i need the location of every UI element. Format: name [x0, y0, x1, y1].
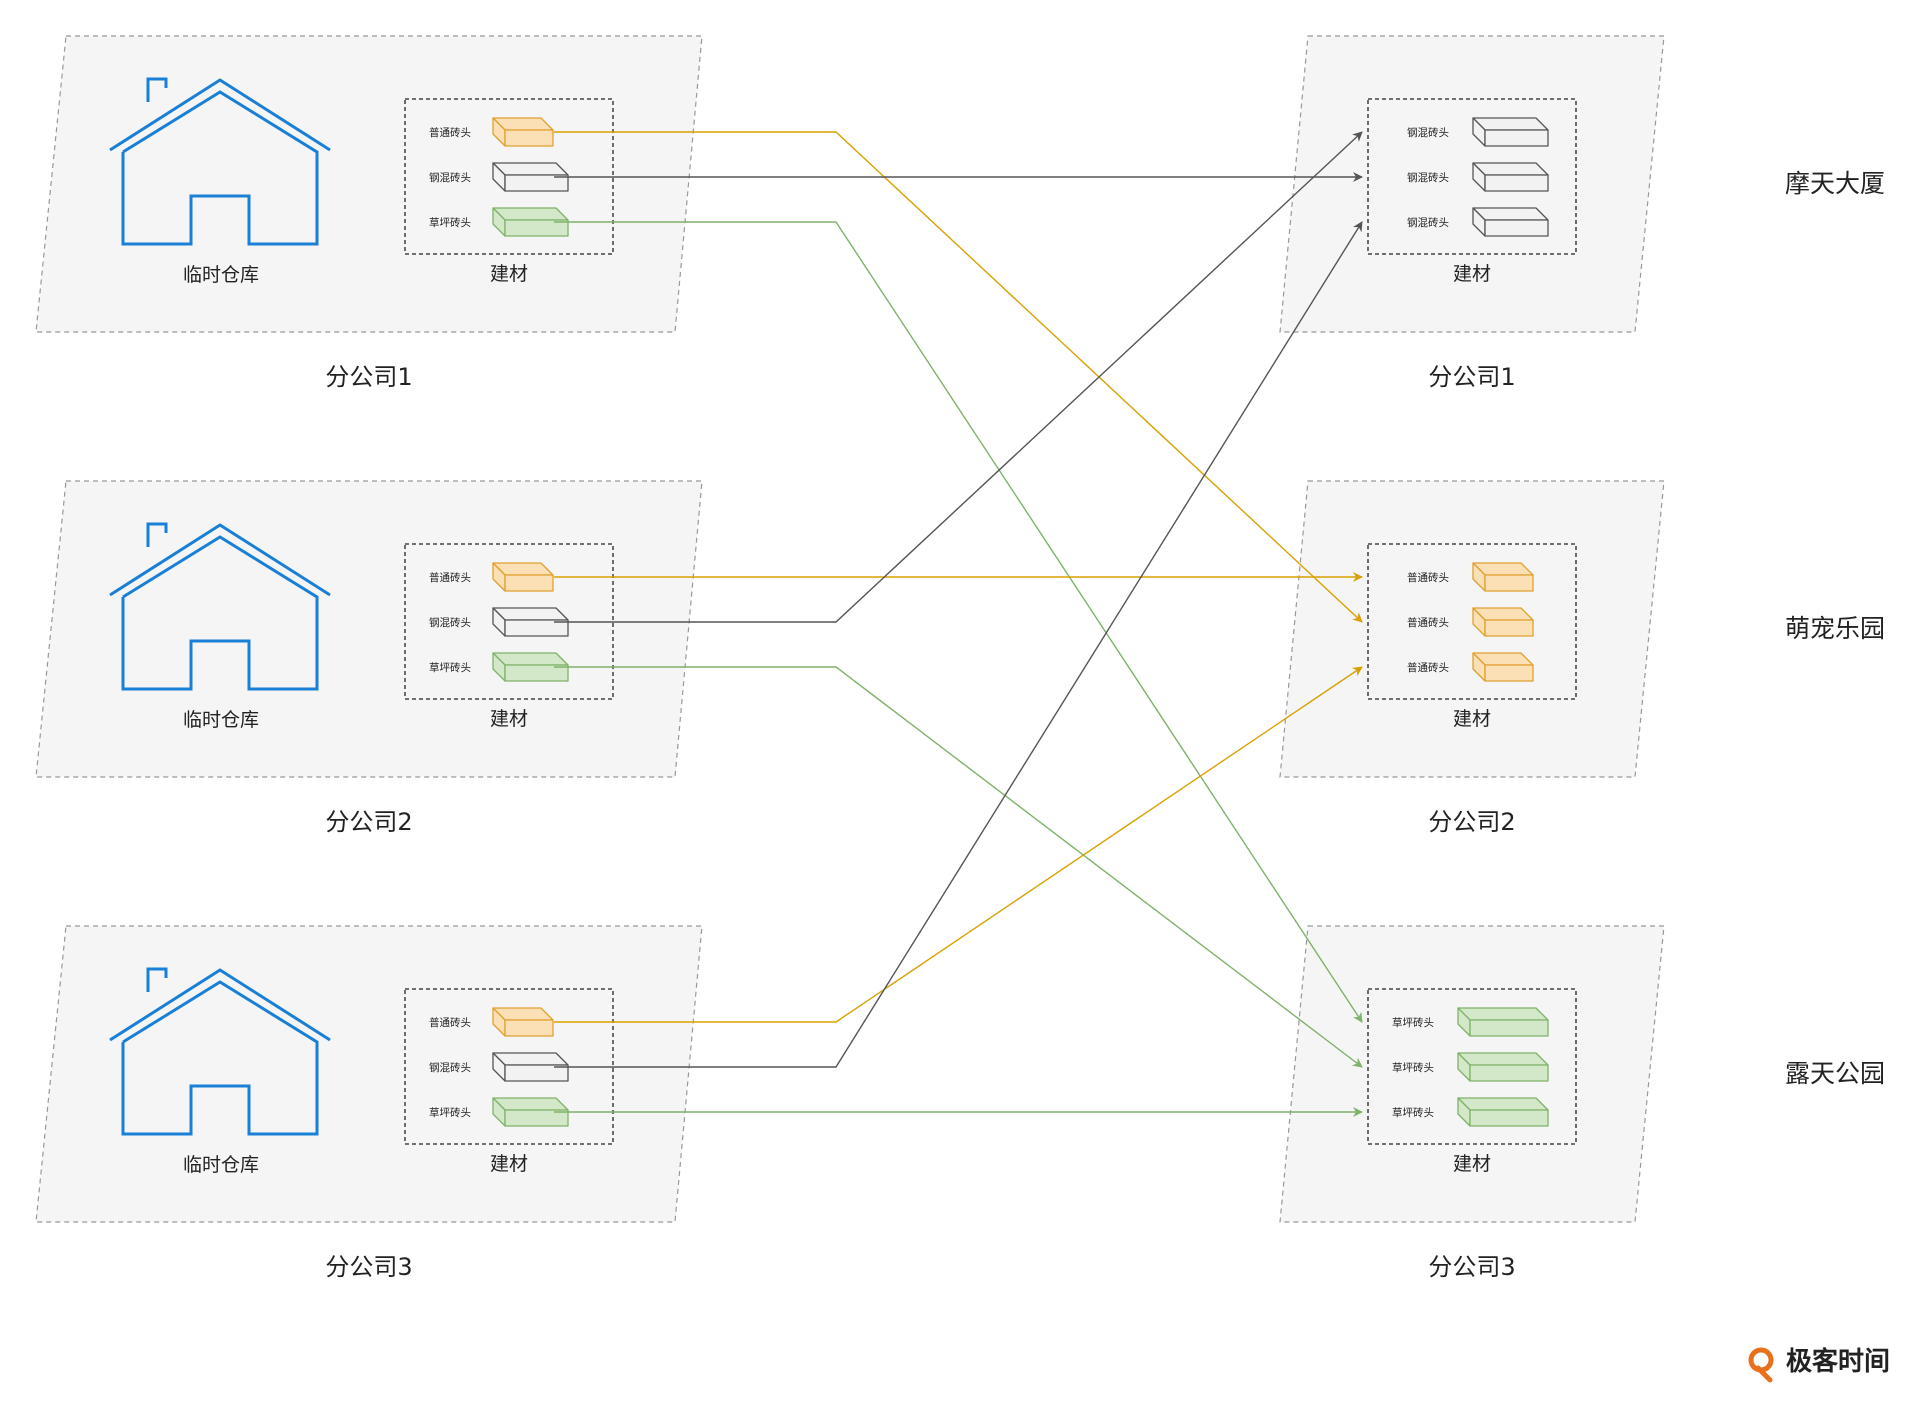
brick-normal-icon: [492, 117, 554, 147]
materials-label: 建材: [1453, 708, 1491, 730]
brick-steel-icon: [492, 1052, 569, 1082]
brick-grass-icon: [1457, 1052, 1549, 1082]
brick-label: 普通砖头: [1407, 571, 1449, 584]
flow-line-normal: [554, 666, 1363, 1023]
flow-line-normal: [554, 131, 1363, 623]
flow-line-steel: [554, 221, 1363, 1068]
brick-steel-icon: [1472, 117, 1549, 147]
brick-steel-icon: [492, 607, 569, 637]
brick-label: 钢混砖头: [429, 1061, 471, 1074]
brick-label: 草坪砖头: [1392, 1016, 1434, 1029]
brick-steel-icon: [1472, 207, 1549, 237]
brick-normal-icon: [492, 1007, 554, 1037]
branch-area: [1279, 480, 1665, 778]
brick-grass-icon: [492, 1097, 569, 1127]
branch-area: [1279, 35, 1665, 333]
materials-label: 建材: [490, 263, 528, 285]
branch-name: 分公司1: [325, 363, 412, 391]
brick-label: 钢混砖头: [429, 171, 471, 184]
brick-grass-icon: [492, 207, 569, 237]
flow-line-grass: [554, 221, 1363, 1023]
brick-grass-icon: [1457, 1097, 1549, 1127]
logo-text: 极客时间: [1786, 1346, 1890, 1377]
branch-name: 分公司2: [1428, 808, 1515, 836]
branch-name: 分公司3: [325, 1253, 412, 1281]
warehouse-label: 临时仓库: [183, 709, 259, 731]
warehouse-house-icon: [109, 522, 331, 691]
brick-label: 钢混砖头: [1407, 216, 1449, 229]
brick-label: 普通砖头: [429, 571, 471, 584]
branch-area: [35, 480, 703, 778]
branch-name: 分公司1: [1428, 363, 1515, 391]
brick-label: 草坪砖头: [429, 1106, 471, 1119]
materials-label: 建材: [1453, 263, 1491, 285]
brick-label: 草坪砖头: [1392, 1106, 1434, 1119]
brick-steel-icon: [492, 162, 569, 192]
brick-normal-icon: [1472, 652, 1534, 682]
brick-label: 普通砖头: [429, 1016, 471, 1029]
brick-label: 钢混砖头: [429, 616, 471, 629]
brick-label: 普通砖头: [429, 126, 471, 139]
brick-label: 草坪砖头: [1392, 1061, 1434, 1074]
brick-grass-icon: [492, 652, 569, 682]
brick-label: 钢混砖头: [1407, 126, 1449, 139]
branch-area: [35, 925, 703, 1223]
flow-line-grass: [554, 666, 1363, 1068]
brick-normal-icon: [1472, 607, 1534, 637]
branch-area: [35, 35, 703, 333]
branch-name: 分公司2: [325, 808, 412, 836]
brick-label: 钢混砖头: [1407, 171, 1449, 184]
brick-label: 普通砖头: [1407, 661, 1449, 674]
materials-label: 建材: [1453, 1153, 1491, 1175]
geektime-logo-icon: [1748, 1347, 1774, 1383]
warehouse-house-icon: [109, 77, 331, 246]
site-name: 露天公园: [1785, 1059, 1885, 1088]
materials-label: 建材: [490, 708, 528, 730]
geektime-logo: 极客时间: [1748, 1346, 1890, 1383]
brick-steel-icon: [1472, 162, 1549, 192]
brick-label: 草坪砖头: [429, 661, 471, 674]
brick-normal-icon: [492, 562, 554, 592]
materials-label: 建材: [490, 1153, 528, 1175]
warehouse-house-icon: [109, 967, 331, 1136]
flow-line-steel: [554, 131, 1363, 623]
brick-label: 草坪砖头: [429, 216, 471, 229]
warehouse-label: 临时仓库: [183, 1154, 259, 1176]
site-name: 摩天大厦: [1785, 169, 1885, 198]
site-name: 萌宠乐园: [1785, 614, 1885, 643]
brick-grass-icon: [1457, 1007, 1549, 1037]
warehouse-label: 临时仓库: [183, 264, 259, 286]
brick-normal-icon: [1472, 562, 1534, 592]
brick-label: 普通砖头: [1407, 616, 1449, 629]
branch-name: 分公司3: [1428, 1253, 1515, 1281]
